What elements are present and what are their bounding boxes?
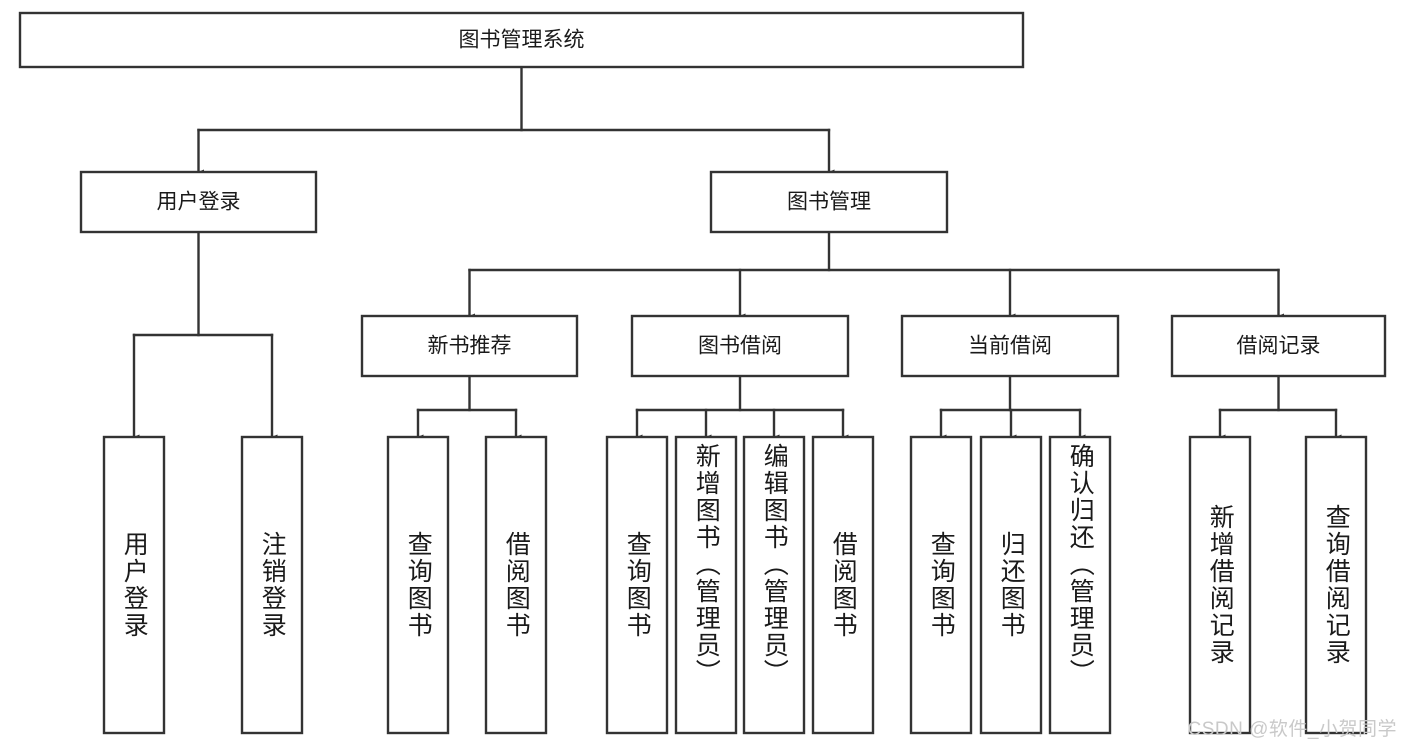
node-label-new-book-rec: 新书推荐 [428,335,512,358]
connector-layer [128,65,1342,444]
node-box-current-borrow [900,314,1120,378]
node-box-borrow-record [1170,314,1387,378]
node-box-leaf-query-book-2 [605,435,669,735]
node-box-new-book-rec [360,314,579,378]
node-box-leaf-return-book [979,435,1043,735]
node-label-borrow-record: 借阅记录 [1237,335,1321,358]
node-label-root: 图书管理系统 [459,29,585,52]
node-label-user-login: 用户登录 [157,191,241,214]
box-layer [18,11,1387,735]
node-label-current-borrow: 当前借阅 [968,335,1052,358]
node-box-leaf-confirm-return [1048,435,1112,735]
node-box-leaf-borrow-book-2 [811,435,875,735]
node-box-root [18,11,1025,69]
watermark: CSDN @软件_小贺同学 [1187,719,1397,740]
node-box-book-borrow [630,314,850,378]
node-box-book-manage [709,170,949,234]
node-label-book-manage: 图书管理 [787,191,871,214]
node-box-leaf-query-record [1304,435,1368,735]
node-box-leaf-query-book-3 [909,435,973,735]
node-box-leaf-query-book-1 [386,435,450,735]
node-box-leaf-add-book [674,435,738,735]
node-label-book-borrow: 图书借阅 [698,335,782,358]
node-box-leaf-user-login [102,435,166,735]
node-box-leaf-add-record [1188,435,1252,735]
node-box-leaf-user-logout [240,435,304,735]
node-box-leaf-borrow-book-1 [484,435,548,735]
node-box-leaf-edit-book [742,435,806,735]
node-box-user-login [79,170,318,234]
